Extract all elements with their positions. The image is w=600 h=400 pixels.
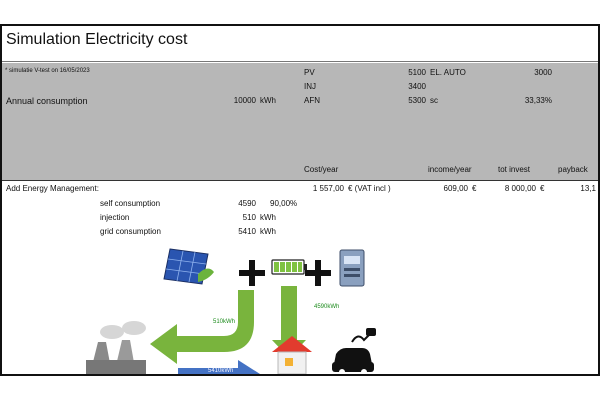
flow-blue-label: 5410kWh bbox=[208, 368, 234, 374]
income-year-header: income/year bbox=[428, 165, 472, 174]
el-auto-label: EL. AUTO bbox=[430, 68, 466, 77]
annual-consumption-label: Annual consumption bbox=[6, 96, 88, 106]
energy-management-section: Add Energy Management: 1 557,00 € (VAT i… bbox=[2, 182, 598, 374]
inj-value: 3400 bbox=[408, 82, 426, 91]
tot-invest-header: tot invest bbox=[498, 165, 531, 174]
income-value: 609,00 bbox=[443, 184, 468, 193]
energy-meter-icon bbox=[339, 249, 365, 287]
injection-unit: kWh bbox=[260, 213, 276, 222]
energy-management-label: Add Energy Management: bbox=[6, 184, 99, 193]
injection-label: injection bbox=[100, 213, 130, 222]
annual-consumption-value: 10000 bbox=[233, 96, 256, 105]
cost-value: 1 557,00 bbox=[312, 184, 344, 193]
pv-value: 5100 bbox=[408, 68, 426, 77]
version-note: * simulatie V-test on 16/05/2023 bbox=[5, 68, 90, 74]
grid-consumption-unit: kWh bbox=[260, 227, 276, 236]
house-icon bbox=[272, 336, 312, 374]
invest-unit: € bbox=[540, 184, 545, 193]
electric-car-icon bbox=[332, 328, 376, 374]
factory-icon bbox=[86, 321, 146, 374]
sc-label: sc bbox=[430, 96, 438, 105]
el-auto-value: 3000 bbox=[534, 68, 552, 77]
spreadsheet-sheet: Simulation Electricity cost * simulatie … bbox=[0, 24, 600, 376]
self-consumption-arrow bbox=[272, 286, 306, 358]
grid-arrow bbox=[178, 360, 260, 374]
afn-value: 5300 bbox=[408, 96, 426, 105]
injection-value: 510 bbox=[242, 213, 256, 222]
cost-year-header: Cost/year bbox=[304, 165, 339, 174]
grid-consumption-label: grid consumption bbox=[100, 227, 161, 236]
self-consumption-value: 4590 bbox=[238, 199, 256, 208]
flow-left-label: 510kWh bbox=[213, 319, 236, 325]
title-row: Simulation Electricity cost bbox=[2, 26, 598, 62]
solar-panel-icon bbox=[163, 248, 214, 285]
self-consumption-percent: 90,00% bbox=[270, 199, 298, 208]
flow-down-label: 4590kWh bbox=[314, 304, 340, 310]
invest-value: 8 000,00 bbox=[504, 184, 536, 193]
payback-header: payback bbox=[558, 165, 588, 174]
payback-value: 13,1 bbox=[580, 184, 596, 193]
self-consumption-label: self consumption bbox=[100, 199, 161, 208]
annual-consumption-unit: kWh bbox=[260, 96, 276, 105]
plus-icon bbox=[239, 260, 265, 286]
inj-label: INJ bbox=[304, 82, 316, 91]
sc-value: 33,33% bbox=[524, 96, 552, 105]
grid-consumption-value: 5410 bbox=[238, 227, 256, 236]
pv-label: PV bbox=[304, 68, 315, 77]
cost-unit: € (VAT incl ) bbox=[348, 184, 391, 193]
battery-icon bbox=[271, 259, 307, 275]
injection-arrow bbox=[150, 290, 254, 364]
summary-panel: * simulatie V-test on 16/05/2023 Annual … bbox=[2, 63, 598, 181]
energy-flow-diagram bbox=[86, 248, 376, 374]
page-title: Simulation Electricity cost bbox=[6, 31, 188, 48]
afn-label: AFN bbox=[304, 96, 320, 105]
plus-icon bbox=[305, 260, 331, 286]
income-unit: € bbox=[472, 184, 477, 193]
